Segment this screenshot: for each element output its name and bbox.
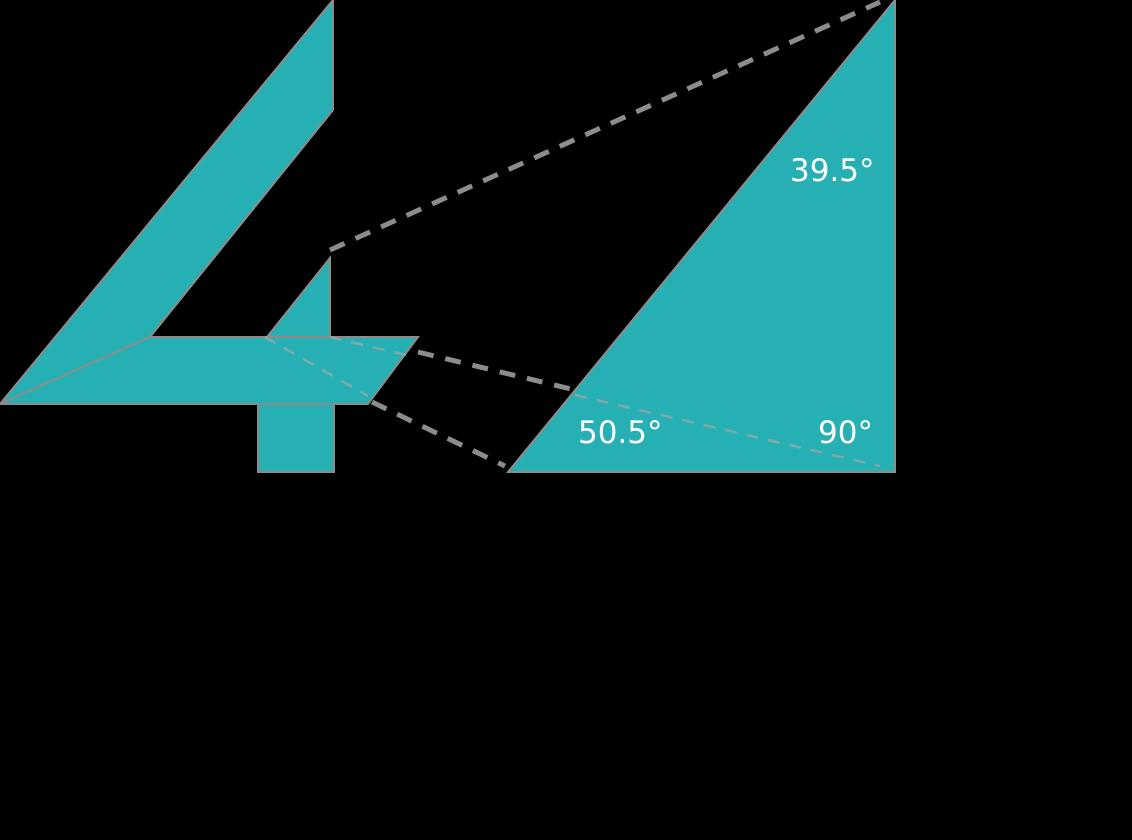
inner-dashed-diagonal (264, 335, 369, 398)
right-triangle (505, 0, 896, 473)
inner-dashed-top (329, 335, 411, 358)
small-triangle (264, 255, 331, 338)
angle-label-bottom-right: 90° (818, 415, 873, 451)
digit-four-figure (0, 0, 420, 473)
angle-label-top: 39.5° (790, 153, 875, 189)
right-triangle-figure (505, 0, 896, 473)
angle-label-bottom-left: 50.5° (578, 415, 663, 451)
projection-lines (328, 0, 882, 469)
four-stem (257, 403, 335, 473)
projection-line-middle (417, 349, 576, 393)
projection-line-bottom (370, 399, 507, 469)
triangle-dashed-median (574, 393, 881, 468)
